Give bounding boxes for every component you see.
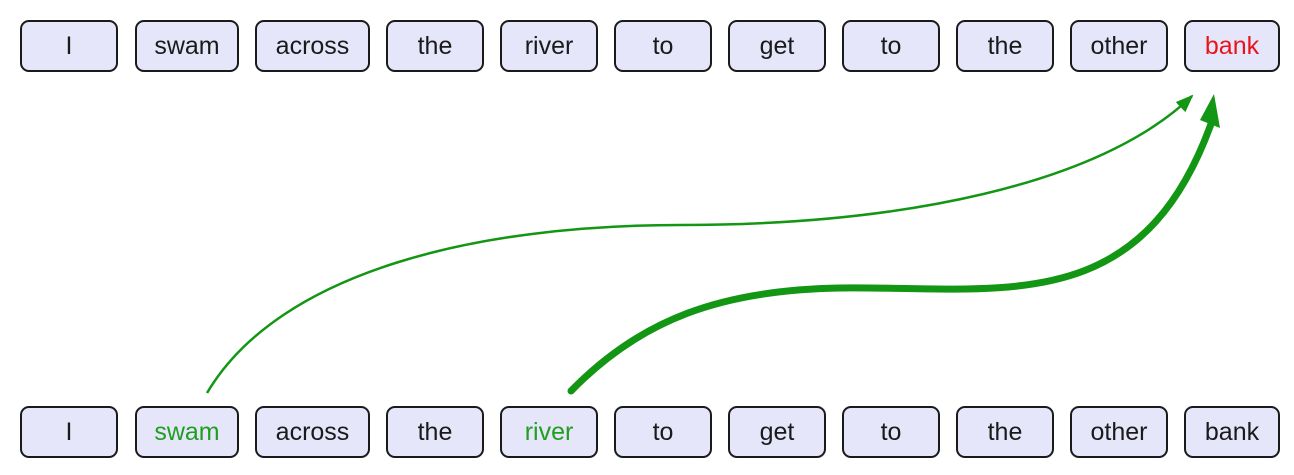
- token-top-bank: bank: [1184, 20, 1280, 72]
- token-bottom-get: get: [728, 406, 826, 458]
- token-top-to-2: to: [842, 20, 940, 72]
- token-bottom-other: other: [1070, 406, 1168, 458]
- token-top-other: other: [1070, 20, 1168, 72]
- source-token-row: I swam across the river to get to the ot…: [0, 406, 1294, 462]
- token-top-the-2: the: [956, 20, 1054, 72]
- token-bottom-the-1: the: [386, 406, 484, 458]
- token-top-to-1: to: [614, 20, 712, 72]
- token-bottom-river: river: [500, 406, 598, 458]
- token-top-i: I: [20, 20, 118, 72]
- token-bottom-the-2: the: [956, 406, 1054, 458]
- attention-arrow-river-to-bank: [567, 120, 1215, 395]
- token-bottom-across: across: [255, 406, 370, 458]
- token-top-get: get: [728, 20, 826, 72]
- token-bottom-to-2: to: [842, 406, 940, 458]
- token-top-swam: swam: [135, 20, 239, 72]
- target-token-row: I swam across the river to get to the ot…: [0, 20, 1294, 76]
- attention-arrow-swam-to-bank: [205, 94, 1194, 394]
- token-top-the-1: the: [386, 20, 484, 72]
- token-bottom-to-1: to: [614, 406, 712, 458]
- token-bottom-bank: bank: [1184, 406, 1280, 458]
- token-top-river: river: [500, 20, 598, 72]
- attention-arrow-river-to-bank-head: [1200, 94, 1220, 128]
- token-bottom-swam: swam: [135, 406, 239, 458]
- token-bottom-i: I: [20, 406, 118, 458]
- token-top-across: across: [255, 20, 370, 72]
